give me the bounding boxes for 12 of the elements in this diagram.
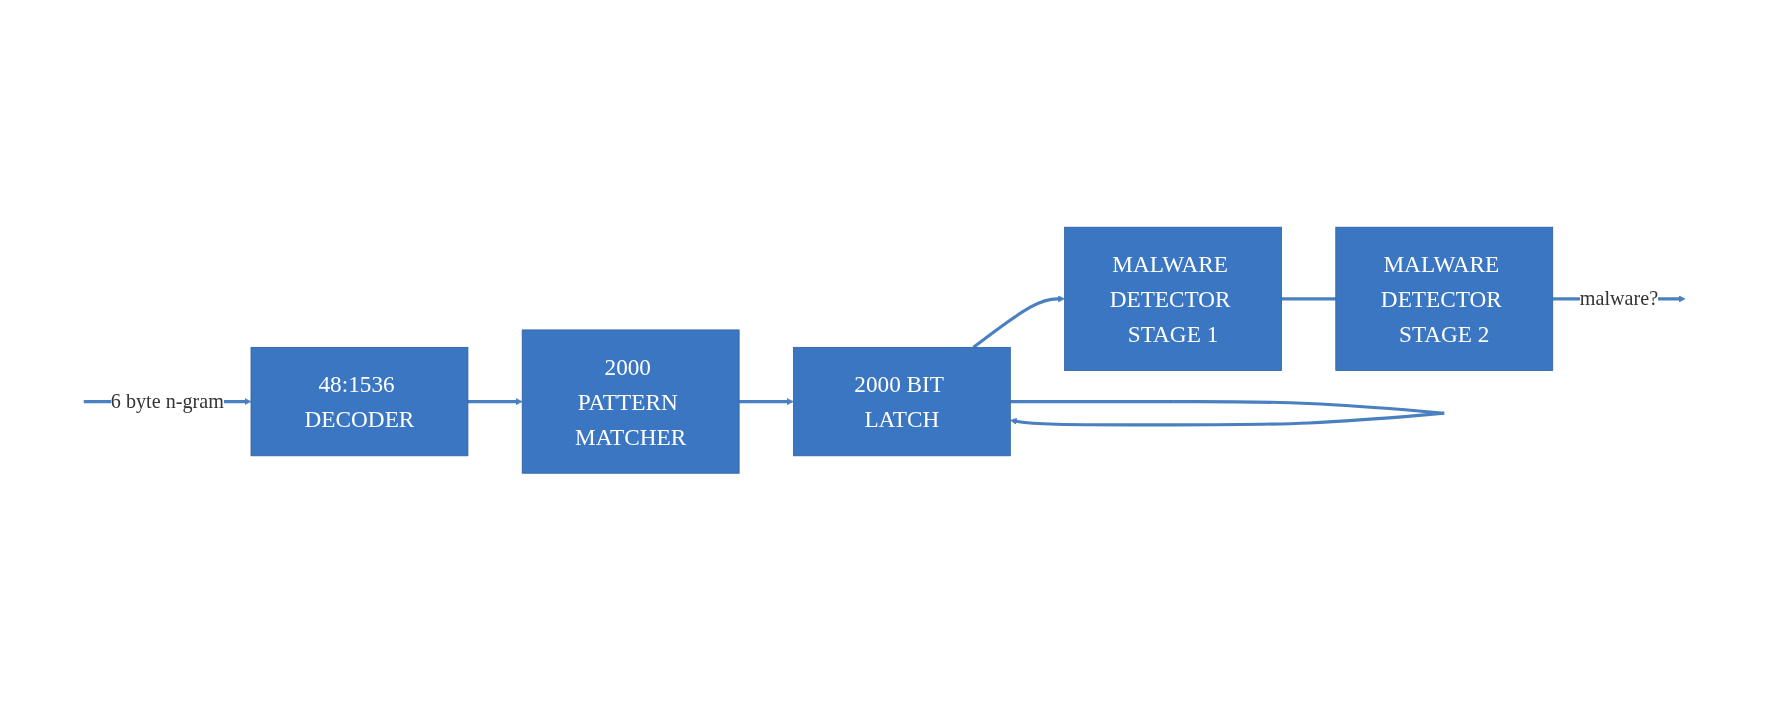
node-box: 2000 BIT LATCH (793, 347, 1011, 457)
arrow (972, 295, 1065, 349)
arrow (1010, 400, 1445, 427)
arrow (739, 398, 794, 406)
edge-label: malware? (1579, 287, 1659, 311)
connector (1281, 297, 1336, 301)
node-box: MALWARE DETECTOR STAGE 1 (1064, 227, 1282, 372)
edge-label: 6 byte n-gram (110, 390, 224, 414)
node-box: MALWARE DETECTOR STAGE 2 (1335, 227, 1554, 372)
arrow (467, 398, 523, 406)
node-box: 2000 PATTERN MATCHER (521, 329, 740, 474)
node-box: 48:1536 DECODER (250, 347, 469, 457)
